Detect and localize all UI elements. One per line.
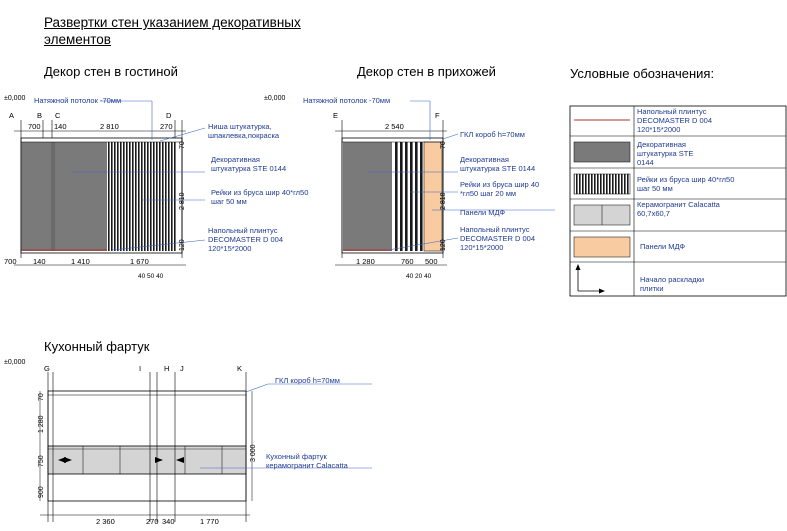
kitchen-vert-dim: 900 — [38, 486, 45, 498]
living-top-dim: 700 — [28, 122, 41, 131]
hall-bottom-dim: 1 280 — [356, 257, 375, 266]
kitchen-bottom-dim: 270 — [146, 517, 159, 526]
legend-item-tile-start: Начало раскладки плитки — [640, 275, 705, 293]
hall-bottom-dim: 500 — [425, 257, 438, 266]
living-plaster-area — [21, 142, 107, 251]
hall-axis-f: F — [435, 111, 440, 120]
kitchen-total-height: 3 000 — [250, 444, 257, 462]
kitchen-vert-dim: 70 — [38, 393, 45, 401]
hall-note-plaster: Декоративная штукатурка STE 0144 — [460, 155, 536, 173]
living-room-elevation — [14, 100, 206, 266]
legend-item-slats: Рейки из бруса шир 40*гл50 шаг 50 мм — [637, 175, 735, 193]
living-vert-dim: 120 — [179, 239, 186, 251]
living-axis-b: B — [37, 111, 43, 120]
page-heading: Развертки стен указанием декоративных эл… — [44, 15, 301, 47]
hall-vert-dim: 120 — [440, 239, 447, 251]
kitchen-axis-j: J — [180, 364, 184, 373]
living-slats-area — [108, 142, 176, 251]
hall-plaster-area — [343, 142, 392, 251]
kitchen-vert-dim: 1 280 — [38, 415, 45, 433]
kitchen-note-box: ГКЛ короб h=70мм — [275, 376, 340, 385]
hall-level: ±0,000 — [264, 95, 286, 102]
living-ceiling-note: Натяжной потолок -70мм — [34, 96, 122, 105]
living-room-title: Декор стен в гостиной — [44, 64, 178, 79]
kitchen-axis-g: G — [44, 364, 50, 373]
living-level: ±0,000 — [4, 95, 26, 102]
hall-top-dim: 2 540 — [385, 122, 404, 131]
kitchen-bottom-dim: 2 360 — [96, 517, 115, 526]
legend-item-mdf: Панели МДФ — [640, 242, 686, 251]
hall-slats-area — [393, 142, 423, 251]
living-note-niche: Ниша штукатурка, шпаклевка,покраска — [208, 122, 280, 140]
living-top-dim: 140 — [54, 122, 67, 131]
legend-title: Условные обозначения: — [570, 66, 715, 81]
kitchen-bottom-dim: 1 770 — [200, 517, 219, 526]
hall-note-mdf: Панели МДФ — [460, 208, 506, 217]
hall-note-plinth: Напольный плинтус DECOMASTER D 004 120*1… — [460, 225, 536, 252]
living-vert-dim: 2 810 — [179, 192, 186, 210]
living-top-dim: 270 — [160, 122, 173, 131]
living-bottom-dim: 1 410 — [71, 257, 90, 266]
kitchen-axis-h: H — [164, 364, 170, 373]
living-note-plinth: Напольный плинтус DECOMASTER D 004 120*1… — [208, 226, 284, 253]
living-axis-c: C — [55, 111, 61, 120]
hallway-elevation — [335, 100, 555, 266]
kitchen-vert-dim: 750 — [38, 455, 45, 467]
hall-ceiling-note: Натяжной потолок -70мм — [303, 96, 391, 105]
kitchen-title: Кухонный фартук — [44, 339, 150, 354]
kitchen-axis-i: I — [139, 364, 142, 373]
living-axis-a: A — [9, 111, 15, 120]
living-vert-dim: 70 — [179, 141, 186, 149]
kitchen-note-tile: Кухонный фартук керамогранит Calacatta — [266, 452, 348, 470]
living-bottom-dim: 1 670 — [130, 257, 149, 266]
legend-item-plaster: Декоративная штукатурка STE 0144 — [637, 140, 694, 167]
hallway-title: Декор стен в прихожей — [357, 64, 496, 79]
living-axis-d: D — [166, 111, 172, 120]
living-bottom-dim: 140 — [33, 257, 46, 266]
legend-item-plinth: Напольный плинтус DECOMASTER D 004 120*1… — [637, 107, 713, 134]
hall-vert-dim: 2 810 — [440, 192, 447, 210]
living-sub-dims: 40 50 40 — [138, 273, 164, 280]
kitchen-bottom-dim: 340 — [162, 517, 175, 526]
hall-axis-e: E — [333, 111, 339, 120]
living-note-plaster: Декоративная штукатурка STE 0144 — [211, 155, 287, 173]
hall-note-slats: Рейки из бруса шир 40 *гл50 шаг 20 мм — [460, 180, 540, 198]
living-bottom-dim: 700 — [4, 257, 17, 266]
hall-bottom-dim: 760 — [401, 257, 414, 266]
living-top-dim: 2 810 — [100, 122, 119, 131]
hall-sub-dims: 40 20 40 — [406, 273, 432, 280]
legend-item-tile: Керамогранит Calacatta 60,7х60,7 — [637, 200, 720, 218]
living-note-slats: Рейки из бруса шир 40*гл50 шаг 50 мм — [211, 188, 309, 206]
kitchen-level: ±0,000 — [4, 359, 26, 366]
hall-vert-dim: 70 — [440, 141, 447, 149]
hall-note-box: ГКЛ короб h=70мм — [460, 130, 525, 139]
legend-table — [569, 105, 787, 297]
kitchen-axis-k: K — [237, 364, 243, 373]
kitchen-elevation — [39, 372, 372, 522]
